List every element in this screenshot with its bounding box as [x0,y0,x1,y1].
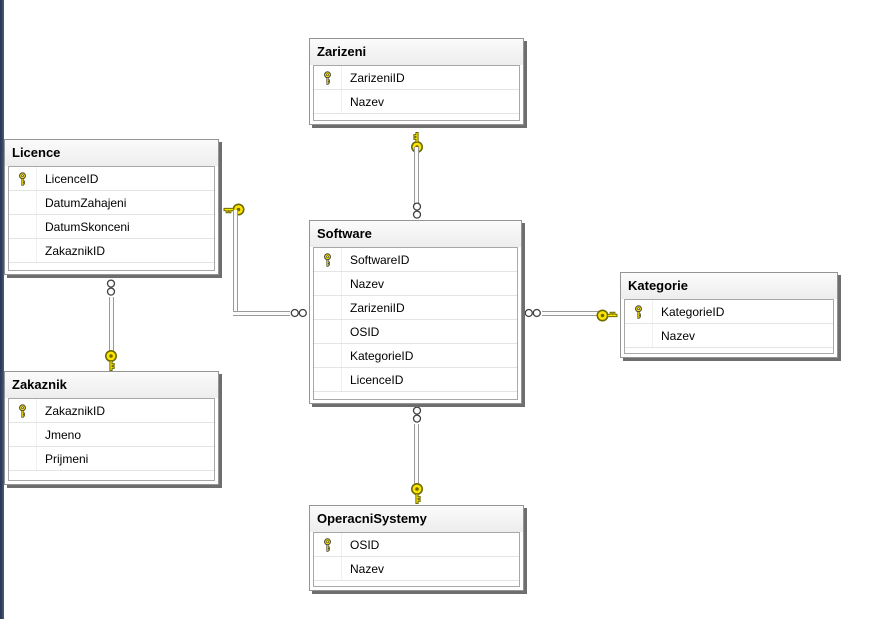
table-columns-grid: KategorieID Nazev [624,299,834,354]
primary-key-icon [314,248,342,271]
column-row[interactable]: LicenceID [314,368,517,392]
icon-cell-empty [9,423,37,446]
column-name: SoftwareID [350,252,410,267]
column-row[interactable]: Nazev [314,557,519,581]
infinity-many-side-icon [524,306,542,325]
connector-line[interactable] [109,297,114,353]
table-zarizeni[interactable]: Zarizeni ZarizeniID Nazev [309,38,524,125]
icon-cell-empty [9,191,37,214]
column-row[interactable]: Jmeno [9,423,214,447]
infinity-many-side-icon [410,202,424,225]
infinity-many-side-icon [290,306,308,325]
column-name: OSID [350,537,380,552]
column-name: KategorieID [661,304,725,319]
table-columns-grid: OSID Nazev [313,532,520,587]
table-title: Licence [12,145,61,160]
column-name: DatumZahajeni [45,195,127,210]
column-name: ZakaznikID [45,243,106,258]
connector-line[interactable] [414,424,419,486]
column-row[interactable]: ZarizeniID [314,66,519,90]
column-row[interactable]: Nazev [625,324,833,348]
column-row[interactable]: ZakaznikID [9,239,214,263]
table-title: Kategorie [628,278,688,293]
primary-key-icon [9,167,37,190]
column-row[interactable]: ZarizeniID [314,296,517,320]
column-row[interactable]: OSID [314,533,519,557]
icon-cell-empty [314,272,342,295]
table-title: Zarizeni [317,44,367,59]
table-columns-grid: SoftwareID Nazev ZarizeniID OSID Kategor… [313,247,518,400]
primary-key-icon [314,533,342,556]
column-name: Nazev [350,561,385,576]
table-zakaznik[interactable]: Zakaznik ZakaznikID Jmeno Prijmeni [4,371,219,485]
column-name: ZarizeniID [350,300,405,315]
column-row[interactable]: Nazev [314,90,519,114]
column-name: ZakaznikID [45,403,106,418]
column-name: OSID [350,324,380,339]
table-columns-grid: ZarizeniID Nazev [313,65,520,121]
column-row[interactable]: Nazev [314,272,517,296]
icon-cell-empty [314,557,342,580]
column-row[interactable]: OSID [314,320,517,344]
connector-line[interactable] [233,210,238,311]
column-row[interactable]: KategorieID [625,300,833,324]
table-operacnisystemy[interactable]: OperacniSystemy OSID Nazev [309,505,524,591]
icon-cell-empty [314,296,342,319]
icon-cell-empty [314,90,342,113]
column-name: KategorieID [350,348,414,363]
column-row[interactable]: SoftwareID [314,248,517,272]
column-name: LicenceID [45,171,99,186]
column-name: Nazev [350,94,385,109]
column-name: Prijmeni [45,451,89,466]
icon-cell-empty [314,368,342,391]
column-name: LicenceID [350,372,404,387]
key-one-side-icon [217,202,246,218]
column-name: Nazev [661,328,696,343]
connector-line[interactable] [414,147,419,204]
window-edge [0,0,4,619]
primary-key-icon [314,66,342,89]
key-one-side-icon [103,349,119,378]
column-name: Jmeno [45,427,82,442]
column-row[interactable]: LicenceID [9,167,214,191]
infinity-many-side-icon [410,406,424,429]
icon-cell-empty [314,320,342,343]
column-row[interactable]: Prijmeni [9,447,214,471]
column-row[interactable]: ZakaznikID [9,399,214,423]
table-title: Software [317,226,372,241]
table-software[interactable]: Software SoftwareID Nazev ZarizeniID OSI… [309,220,522,404]
table-header[interactable]: Zakaznik [5,372,218,398]
icon-cell-empty [9,239,37,262]
table-columns-grid: LicenceID DatumZahajeni DatumSkonceni Za… [8,166,215,271]
column-name: DatumSkonceni [45,219,130,234]
column-name: Nazev [350,276,385,291]
table-title: OperacniSystemy [317,511,427,526]
table-title: Zakaznik [12,377,67,392]
infinity-many-side-icon [104,279,118,302]
icon-cell-empty [9,447,37,470]
key-one-side-icon [596,308,625,324]
primary-key-icon [625,300,653,323]
connector-line[interactable] [233,311,290,316]
table-licence[interactable]: Licence LicenceID DatumZahajeni DatumSko… [4,139,219,275]
icon-cell-empty [9,215,37,238]
table-kategorie[interactable]: Kategorie KategorieID Nazev [620,272,838,358]
column-row[interactable]: KategorieID [314,344,517,368]
connector-line[interactable] [542,311,606,316]
primary-key-icon [9,399,37,422]
key-one-side-icon [409,482,425,511]
table-header[interactable]: Licence [5,140,218,166]
icon-cell-empty [625,324,653,347]
table-header[interactable]: Software [310,221,521,247]
column-name: ZarizeniID [350,70,405,85]
table-header[interactable]: Zarizeni [310,39,523,65]
table-columns-grid: ZakaznikID Jmeno Prijmeni [8,398,215,481]
icon-cell-empty [314,344,342,367]
table-header[interactable]: OperacniSystemy [310,506,523,532]
table-header[interactable]: Kategorie [621,273,837,299]
column-row[interactable]: DatumSkonceni [9,215,214,239]
column-row[interactable]: DatumZahajeni [9,191,214,215]
